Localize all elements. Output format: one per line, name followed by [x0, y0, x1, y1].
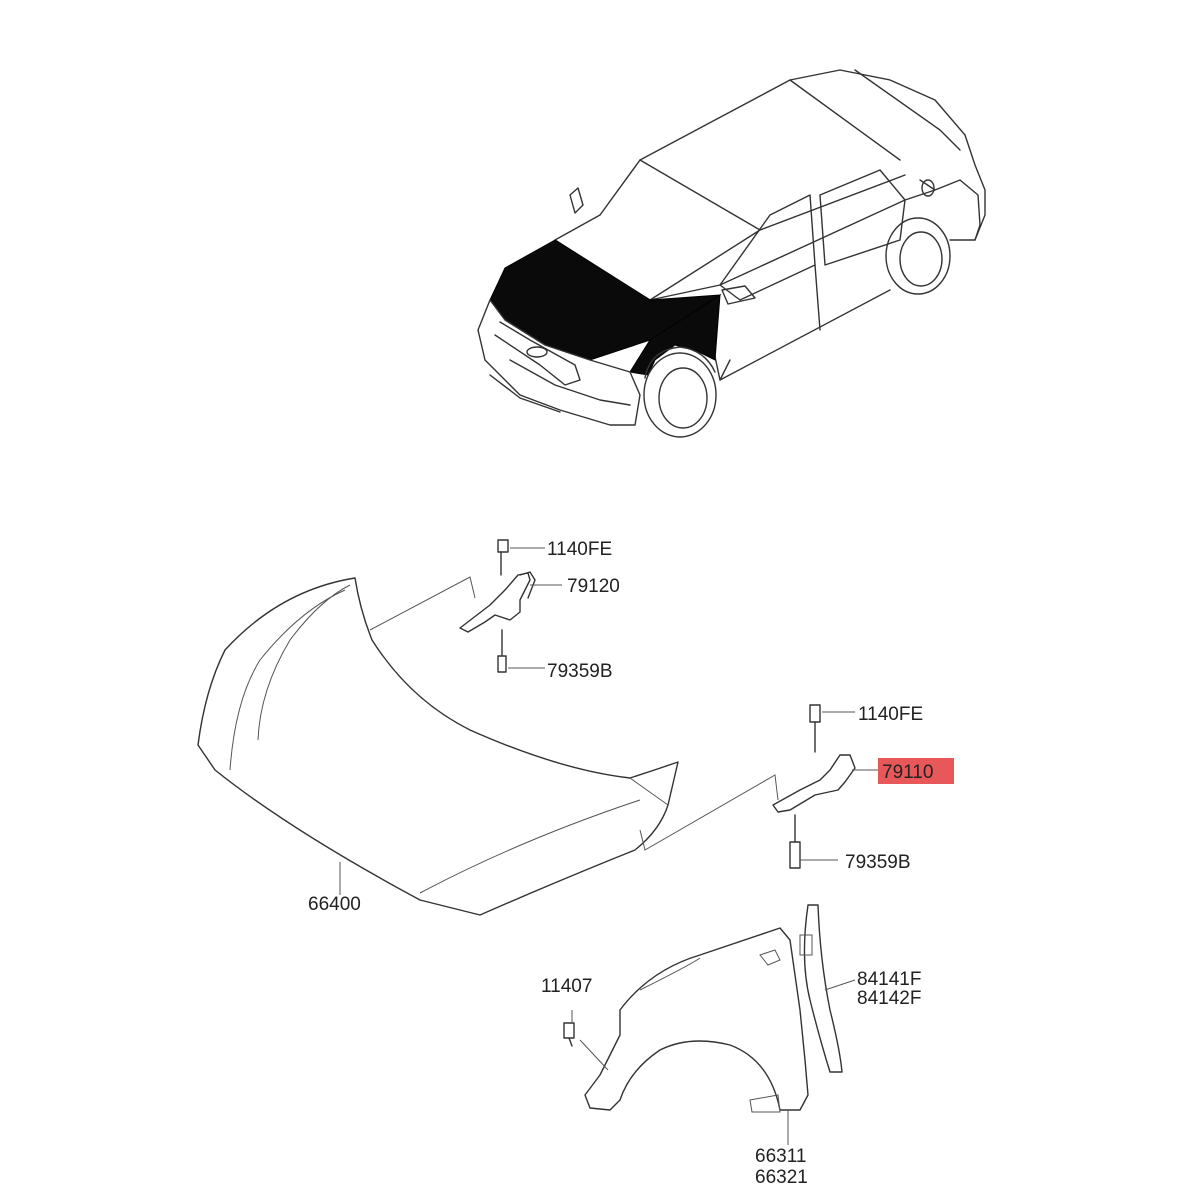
hinge-left-illustration [459, 539, 562, 673]
fender-illustration [563, 904, 856, 1145]
label-hinge-79120: 79120 [567, 576, 620, 597]
hood-illustration [197, 576, 779, 916]
highlight-box-79110 [878, 758, 954, 784]
label-bolt-79359b-left: 79359B [547, 661, 613, 682]
label-seal-84141f: 84141F [857, 969, 921, 990]
label-hood-66400: 66400 [308, 894, 361, 915]
label-fender-bolt-11407: 11407 [541, 976, 592, 997]
hinge-right-illustration [772, 704, 878, 869]
car-overview-illustration [477, 69, 986, 438]
label-bolt-1140fe-right: 1140FE [858, 704, 923, 725]
label-bolt-79359b-right: 79359B [845, 852, 911, 873]
label-fender-66311: 66311 [755, 1146, 806, 1167]
label-fender-66321: 66321 [755, 1167, 808, 1188]
label-hinge-79110: 79110 [882, 762, 933, 783]
label-bolt-1140fe-left: 1140FE [547, 539, 612, 560]
label-seal-84142f: 84142F [857, 988, 921, 1009]
